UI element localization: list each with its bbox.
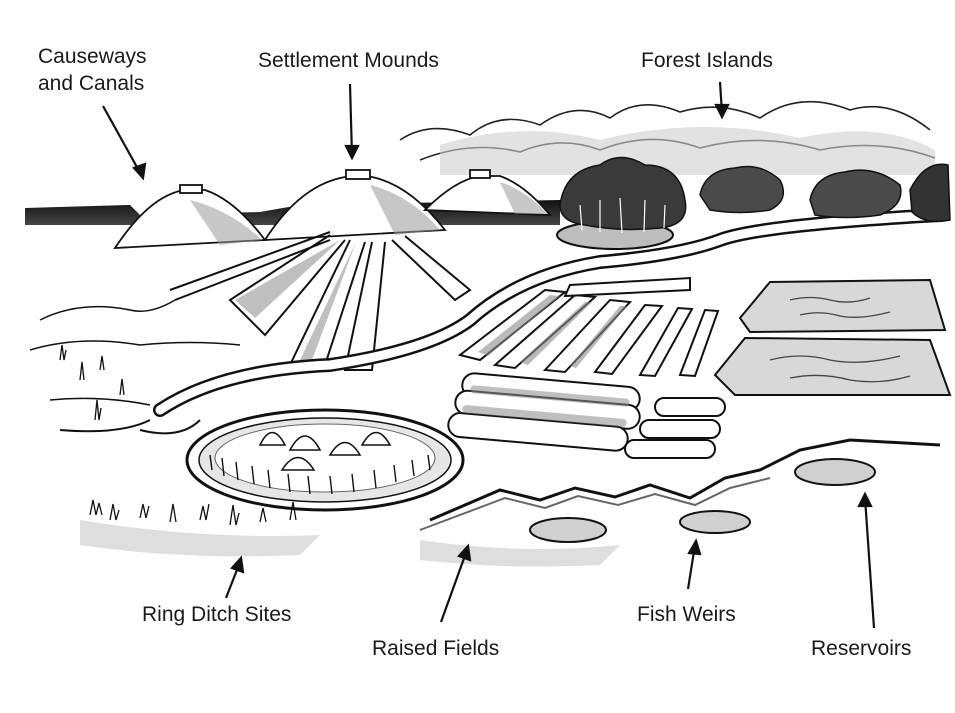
foreground-grass [59, 344, 297, 526]
ring-ditch-huts [258, 431, 392, 471]
causeway-wash [235, 240, 356, 360]
reservoir-pond [794, 458, 876, 486]
fish-weir-ponds [529, 510, 751, 543]
ring-ditch-palisade [209, 454, 431, 495]
label-causeways-line2: and Canals [38, 72, 145, 95]
left-lowland [29, 299, 241, 406]
fish-weir-zigzag-2 [419, 477, 771, 531]
raised-fields-lower-wash [462, 385, 630, 427]
label-causeways-line1: Causeways [38, 45, 147, 68]
forest-island-right [699, 163, 951, 223]
label-reservoirs: Reservoirs [811, 637, 912, 660]
canal-main-fill [155, 210, 945, 415]
cloud-wash [440, 126, 935, 175]
fish-weir-zigzag [429, 438, 941, 522]
raised-fields-upper-wash [478, 295, 627, 368]
forest-island-center [556, 156, 687, 250]
label-raised-fields: Raised Fields [372, 637, 500, 660]
pointer-arrows [102, 81, 876, 629]
reservoir-fields [713, 278, 952, 396]
canal-lower [59, 419, 201, 435]
label-fish-weirs: Fish Weirs [637, 603, 736, 626]
mound-shading [190, 182, 548, 245]
label-forest-islands: Forest Islands [641, 49, 773, 72]
label-settlement-mounds: Settlement Mounds [258, 49, 439, 72]
ring-ditch [185, 408, 465, 512]
label-ring-ditch-sites: Ring Ditch Sites [142, 603, 292, 626]
